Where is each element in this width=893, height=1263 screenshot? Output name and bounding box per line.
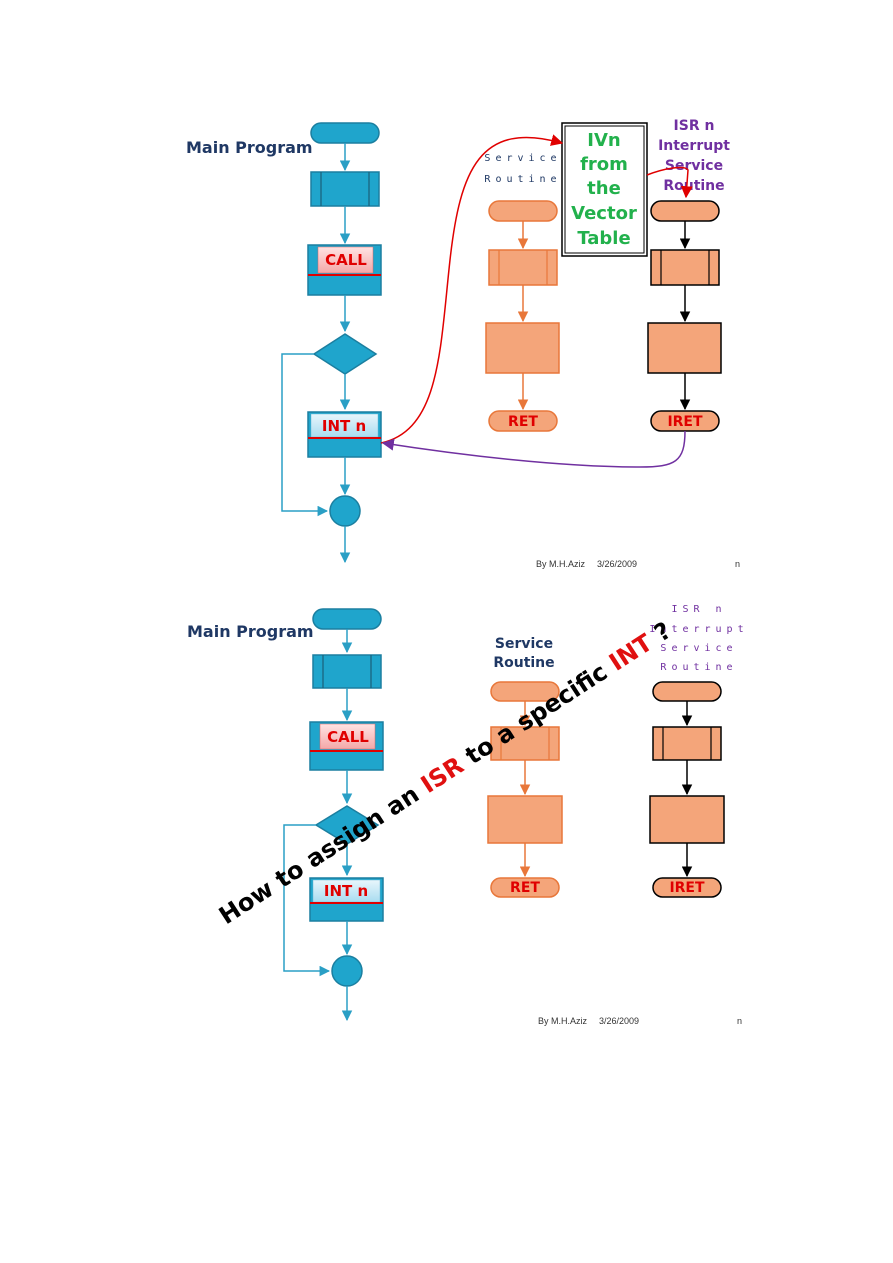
main-flow: CALL INT n (283, 608, 384, 1022)
int-to-ivn-arrow (380, 134, 564, 444)
iret-terminal (652, 877, 722, 898)
main-flow: CALL INT n (281, 122, 382, 564)
call-label: CALL (327, 728, 369, 746)
service-routine-flow: Service Routine RET (484, 153, 561, 432)
footer-page: n (737, 1016, 742, 1026)
main-predefined-process (312, 654, 382, 689)
ret-terminal (490, 877, 560, 898)
connector-circle (329, 495, 361, 527)
ivn-line-3: the (587, 178, 621, 199)
footer-author: By M.H.Aziz (538, 1016, 588, 1026)
service-label-line1: Service (484, 153, 561, 164)
isr-label-line2: Interrupt (649, 624, 748, 635)
footer-date: 3/26/2009 (599, 1016, 639, 1026)
int-n-block: INT n (309, 877, 384, 922)
service-label-line2: Routine (484, 174, 561, 185)
slide-1: Main Program CALL INT n (186, 118, 740, 569)
connector-circle (331, 955, 363, 987)
decision-diamond (312, 333, 378, 375)
int-n-block: INT n (307, 411, 382, 458)
isr-label-line1: ISR n (674, 118, 715, 134)
iret-return-arrow (381, 430, 686, 468)
call-label: CALL (325, 251, 367, 269)
service-routine-flow: Service Routine RET (487, 636, 563, 898)
ivn-line-5: Table (577, 228, 630, 249)
iret-label: IRET (667, 414, 703, 430)
service-start-terminal (488, 200, 558, 222)
footer-author: By M.H.Aziz (536, 559, 586, 569)
decision-branch-arrow (281, 353, 329, 517)
isr-process (647, 322, 722, 374)
service-process (487, 795, 563, 844)
isr-label-line2: Interrupt (658, 138, 730, 154)
isr-predefined-process (652, 726, 722, 761)
ivn-line-1: IVn (587, 130, 620, 151)
ivn-line-2: from (580, 154, 628, 175)
ret-terminal (488, 410, 558, 432)
isr-routine-flow: ISR n Interrupt Service Routine IRET (647, 118, 730, 432)
isr-process (649, 795, 725, 844)
ret-label: RET (510, 880, 540, 896)
isr-label-line3: Service (665, 158, 723, 174)
main-start-terminal (310, 122, 380, 144)
isr-start-terminal (650, 200, 720, 222)
service-process (485, 322, 560, 374)
main-start-terminal (312, 608, 382, 630)
ivn-line-4: Vector (571, 203, 637, 224)
isr-label-line4: Routine (660, 662, 737, 673)
int-n-label: INT n (324, 882, 368, 900)
ivn-to-isr-arrow (646, 166, 693, 199)
footer-date: 3/26/2009 (597, 559, 637, 569)
call-block: CALL (309, 721, 384, 771)
footer-page: n (735, 559, 740, 569)
int-n-label: INT n (322, 417, 366, 435)
isr-start-terminal (652, 681, 722, 702)
slide-2: Main Program CALL INT n (187, 604, 748, 1026)
main-program-label: Main Program (186, 138, 313, 157)
service-label-line2: Routine (493, 655, 554, 671)
ivn-vector-table-box: IVn from the Vector Table (561, 122, 648, 257)
call-block: CALL (307, 244, 382, 296)
decision-branch-arrow (283, 824, 331, 977)
question-text: How to assign an ISR to a specific INT ? (214, 616, 676, 930)
iret-label: IRET (669, 880, 705, 896)
isr-label-line1: ISR n (671, 604, 726, 615)
main-program-label: Main Program (187, 622, 314, 641)
isr-label-line4: Routine (663, 178, 724, 194)
isr-predefined-process (650, 249, 720, 286)
ret-label: RET (508, 414, 538, 430)
service-label-line1: Service (495, 636, 553, 652)
isr-routine-flow: ISR n Interrupt Service Routine IRET (649, 604, 748, 898)
isr-label-line3: Service (660, 643, 737, 654)
